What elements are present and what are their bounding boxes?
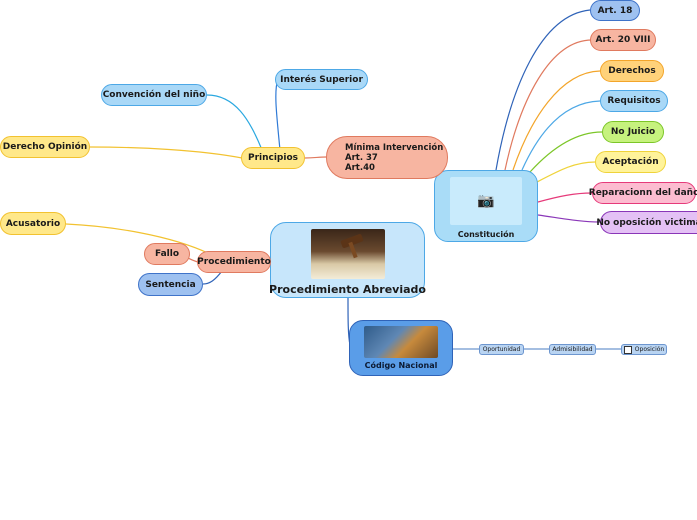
topic-derechos[interactable]: Derechos [600, 60, 664, 82]
link-const-art20 [504, 39, 593, 171]
topic-aceptacion[interactable]: Aceptación [595, 151, 666, 173]
topic-codigo-nacional[interactable]: Código Nacional [349, 320, 453, 376]
topic-procedimiento[interactable]: Procedimiento [197, 251, 271, 273]
topic-reparacion-dano[interactable]: Reparacionn del daño [589, 182, 697, 204]
topic-acusatorio[interactable]: Acusatorio [0, 212, 66, 235]
link-principios-derecho [89, 146, 243, 159]
topic-interes-superior[interactable]: Interés Superior [275, 69, 368, 90]
topic-no-juicio[interactable]: No Juicio [602, 121, 664, 143]
camera-icon: 📷 [450, 177, 522, 225]
topic-oportunidad[interactable]: Oportunidad [479, 344, 524, 355]
link-const-requisitos [521, 100, 601, 171]
court-image [364, 326, 438, 358]
link-procedimiento-acusatorio [65, 223, 211, 255]
central-topic-procedimiento-abreviado[interactable]: Procedimiento Abreviado [269, 222, 426, 298]
minima-line-1: Mínima Intervención [345, 142, 444, 153]
topic-requisitos[interactable]: Requisitos [600, 90, 668, 112]
link-const-nooposicion [537, 214, 601, 223]
topic-art-20-viii[interactable]: Art. 20 VIII [590, 29, 656, 51]
link-procedimiento-sentencia [202, 270, 223, 285]
topic-convencion-nino[interactable]: Convención del niño [101, 84, 207, 106]
topic-minima-intervencion[interactable]: Mínima Intervención Art. 37 Art.40 [326, 136, 448, 179]
topic-principios[interactable]: Principios [241, 147, 305, 169]
link-const-nojuicio [529, 131, 603, 173]
topic-oposicion[interactable]: Oposición [621, 344, 667, 355]
topic-codigo-label: Código Nacional [364, 361, 438, 370]
topic-admisibilidad[interactable]: Admisibilidad [549, 344, 596, 355]
topic-no-oposicion-victima[interactable]: No oposición victima [596, 211, 697, 234]
topic-constitucion-label: Constitución [457, 230, 515, 239]
topic-constitucion[interactable]: 📷 Constitución [434, 170, 538, 242]
link-const-art18 [495, 9, 591, 171]
link-principios-convencion [206, 94, 263, 151]
link-const-aceptacion [536, 161, 596, 183]
central-topic-label: Procedimiento Abreviado [269, 283, 426, 296]
topic-derecho-opinion[interactable]: Derecho Opinión [0, 136, 90, 158]
minima-line-3: Art.40 [345, 162, 375, 173]
topic-sentencia[interactable]: Sentencia [138, 273, 203, 296]
link-const-derechos [512, 70, 601, 171]
checkbox-icon[interactable] [623, 345, 632, 354]
judge-gavel-book-image [310, 229, 385, 279]
topic-oposicion-label: Oposición [634, 346, 665, 353]
link-principios-interes [275, 78, 281, 151]
topic-art-18[interactable]: Art. 18 [590, 0, 640, 21]
topic-fallo[interactable]: Fallo [144, 243, 190, 265]
link-principios-minima [304, 156, 327, 159]
minima-line-2: Art. 37 [345, 152, 378, 163]
link-const-reparacion [537, 192, 593, 203]
